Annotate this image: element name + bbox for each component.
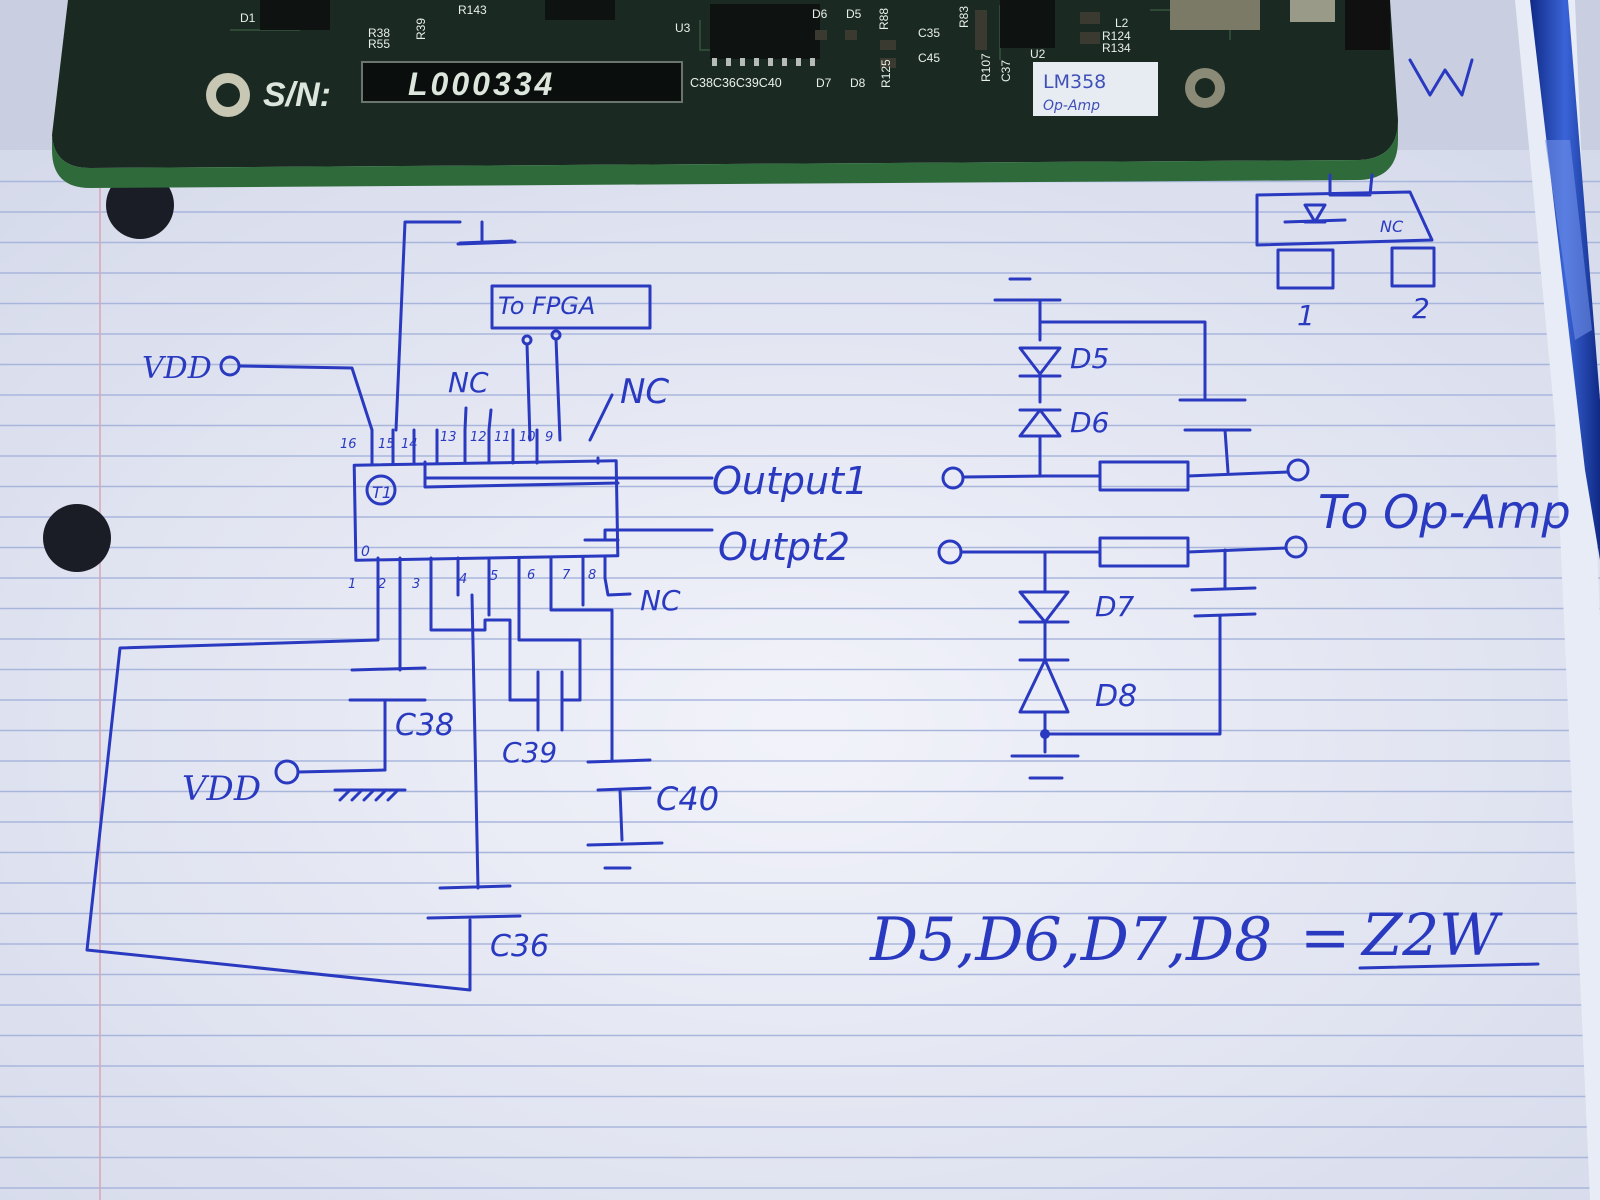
- silk-d8: D8: [850, 76, 866, 90]
- ground-hatched: [333, 788, 407, 802]
- pin-1: 1: [348, 577, 356, 592]
- diode-d7-label: D7: [1095, 590, 1135, 623]
- pin-10: 10: [519, 430, 536, 445]
- cap-bottom-shunt: [1048, 548, 1257, 736]
- inset-nc-label: NC: [1380, 217, 1404, 236]
- punch-hole: [43, 504, 111, 572]
- sticker: [1033, 62, 1158, 116]
- silk-r39: R39: [414, 18, 428, 40]
- pin-11: 11: [494, 430, 511, 445]
- chip-t1-mark: [365, 474, 397, 506]
- pin-15: 15: [378, 437, 395, 452]
- notebook-paper: [0, 150, 1600, 1200]
- vdd-bottom: VDD: [182, 769, 261, 809]
- inset-pin2-label: 2: [1412, 292, 1430, 325]
- ground-top: [456, 240, 517, 246]
- nc-top-2: NC: [620, 372, 669, 412]
- silk-r124: R124: [1102, 29, 1131, 43]
- cap-c39: [508, 670, 582, 732]
- ic-u3: [710, 4, 820, 59]
- pin-2: 2: [378, 577, 386, 592]
- nc-bottom: NC: [640, 584, 681, 617]
- silk-d1: D1: [240, 11, 256, 25]
- silk-r107: R107: [979, 53, 993, 82]
- cap-c36: [426, 593, 522, 920]
- silk-caps: C38C36C39C40: [690, 76, 782, 90]
- cap-c38-label: C38: [395, 708, 454, 743]
- note-equals: =: [1300, 903, 1350, 973]
- ground-d8: [1010, 754, 1080, 780]
- ground-d5: [993, 277, 1062, 302]
- nc-top-1: NC: [448, 366, 489, 399]
- pin-9: 9: [545, 430, 553, 445]
- cap-c36-label: C36: [490, 929, 549, 964]
- silk-r143: R143: [458, 3, 487, 17]
- pin-7: 7: [562, 568, 571, 583]
- silk-d5: D5: [846, 7, 862, 21]
- silk-r125: R125: [879, 59, 893, 88]
- pin-5: 5: [490, 569, 498, 584]
- inset-pin1-label: 1: [1297, 299, 1315, 332]
- cap-c40: [586, 758, 664, 870]
- silk-c37: C37: [999, 60, 1013, 82]
- silk-l2: L2: [1115, 16, 1129, 30]
- to-opamp-terminal-2: [1284, 535, 1308, 559]
- chip-t1: [352, 459, 620, 562]
- ic-u2: [1000, 0, 1055, 48]
- cap-c38: [348, 666, 427, 772]
- silk-r55: R55: [368, 37, 390, 51]
- ic-left: [260, 0, 330, 30]
- note-rating: Z2W: [1360, 901, 1503, 969]
- inset-package-sketch: NC 1 2: [1255, 58, 1474, 332]
- diode-d6-label: D6: [1070, 406, 1109, 439]
- silk-d6: D6: [812, 7, 828, 21]
- ic-top-left: [545, 0, 615, 20]
- pin-13: 13: [440, 430, 457, 445]
- chip-pin1-mark: 0: [361, 544, 370, 560]
- output1-label: Output1: [712, 459, 868, 503]
- serial-prefix: S/N:: [263, 76, 331, 114]
- pin-14: 14: [401, 437, 418, 452]
- diode-d8-label: D8: [1095, 679, 1137, 714]
- punch-hole: [106, 171, 174, 239]
- silk-u3: U3: [675, 21, 691, 35]
- pin-6: 6: [527, 568, 535, 583]
- silk-c35: C35: [918, 26, 940, 40]
- silk-r134: R134: [1102, 41, 1131, 55]
- to-fpga-box: [490, 284, 652, 330]
- cap-c40-label: C40: [656, 780, 719, 818]
- output2-label: Outpt2: [718, 525, 850, 569]
- silk-r83: R83: [957, 6, 971, 28]
- diode-d5-label: D5: [1070, 342, 1109, 375]
- to-opamp-terminal-1: [1286, 458, 1310, 482]
- note-underline: [1358, 962, 1540, 970]
- chip-t1-label: T1: [372, 483, 392, 502]
- serial-box: [361, 61, 683, 103]
- sticker-line1: LM358: [1043, 71, 1106, 93]
- note-diodes: D5,D6,D7,D8: [869, 905, 1272, 975]
- to-opamp-label: To Op-Amp: [1318, 485, 1571, 539]
- pcb-board: S/N: L000334 LM358 Op-Amp U3 U2 D6 D5 D7…: [52, 0, 1398, 188]
- silk-r88: R88: [877, 8, 891, 30]
- to-fpga-label: To FPGA: [498, 292, 595, 320]
- pin-4: 4: [459, 572, 467, 587]
- silk-c45: C45: [918, 51, 940, 65]
- pin-3: 3: [412, 577, 420, 592]
- silk-r38: R38: [368, 26, 390, 40]
- schematic: T1 0 16 15 14 13 12 11 10 9 1 2 3 4 5 6 …: [85, 58, 1571, 992]
- cap-c39-label: C39: [502, 736, 557, 769]
- serial-number: L000334: [408, 66, 555, 102]
- pen: [1515, 0, 1600, 1200]
- pin-16: 16: [340, 437, 357, 452]
- silk-u2: U2: [1030, 47, 1046, 61]
- pin-12: 12: [470, 430, 487, 445]
- cap-top-shunt: [1178, 398, 1252, 474]
- sticker-line2: Op-Amp: [1043, 98, 1100, 114]
- vdd-top: VDD: [142, 351, 212, 386]
- silk-d7: D7: [816, 76, 832, 90]
- pin-8: 8: [588, 568, 596, 583]
